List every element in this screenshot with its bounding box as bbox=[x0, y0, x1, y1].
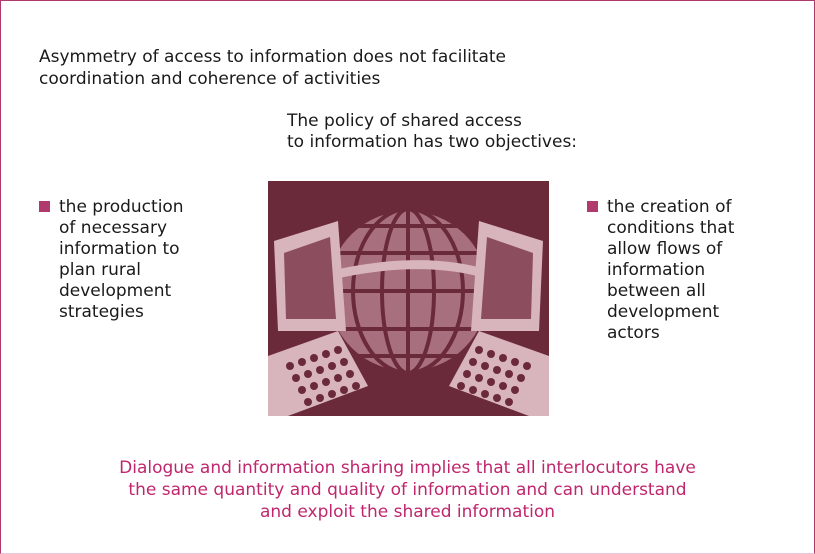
square-bullet-icon bbox=[39, 201, 50, 212]
bullet-item-creation: the creation of conditions that allow fl… bbox=[587, 197, 787, 377]
square-bullet-icon bbox=[587, 201, 598, 212]
globe-network-computers-icon bbox=[268, 181, 549, 416]
slide-conclusion: Dialogue and information sharing implies… bbox=[119, 458, 696, 522]
slide-heading: Asymmetry of access to information does … bbox=[39, 47, 506, 89]
bullet-item-production: the production of necessary information … bbox=[39, 197, 239, 357]
bullet-text-creation: the creation of conditions that allow fl… bbox=[607, 197, 735, 343]
slide-subheading: The policy of shared access to informati… bbox=[287, 111, 578, 152]
bullet-text-production: the production of necessary information … bbox=[59, 197, 184, 322]
